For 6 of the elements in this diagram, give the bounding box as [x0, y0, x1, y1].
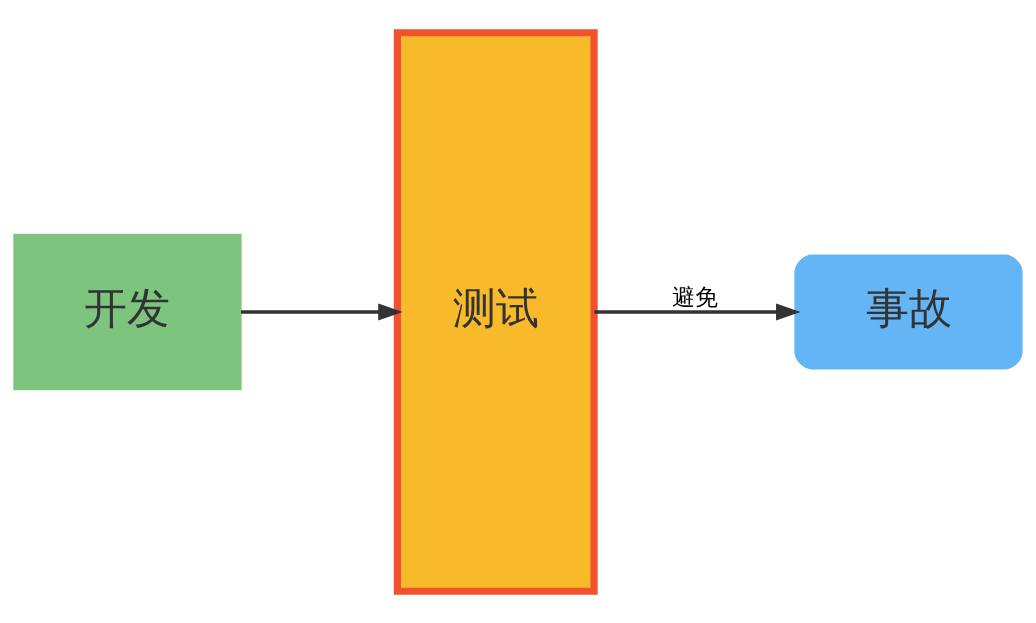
- node-box: 开发: [13, 233, 242, 390]
- edge-label: 避免: [671, 283, 718, 310]
- node-box: 事故: [794, 254, 1023, 369]
- node-box: 测试: [393, 28, 598, 595]
- arrow: [594, 302, 801, 321]
- arrow: [241, 302, 403, 321]
